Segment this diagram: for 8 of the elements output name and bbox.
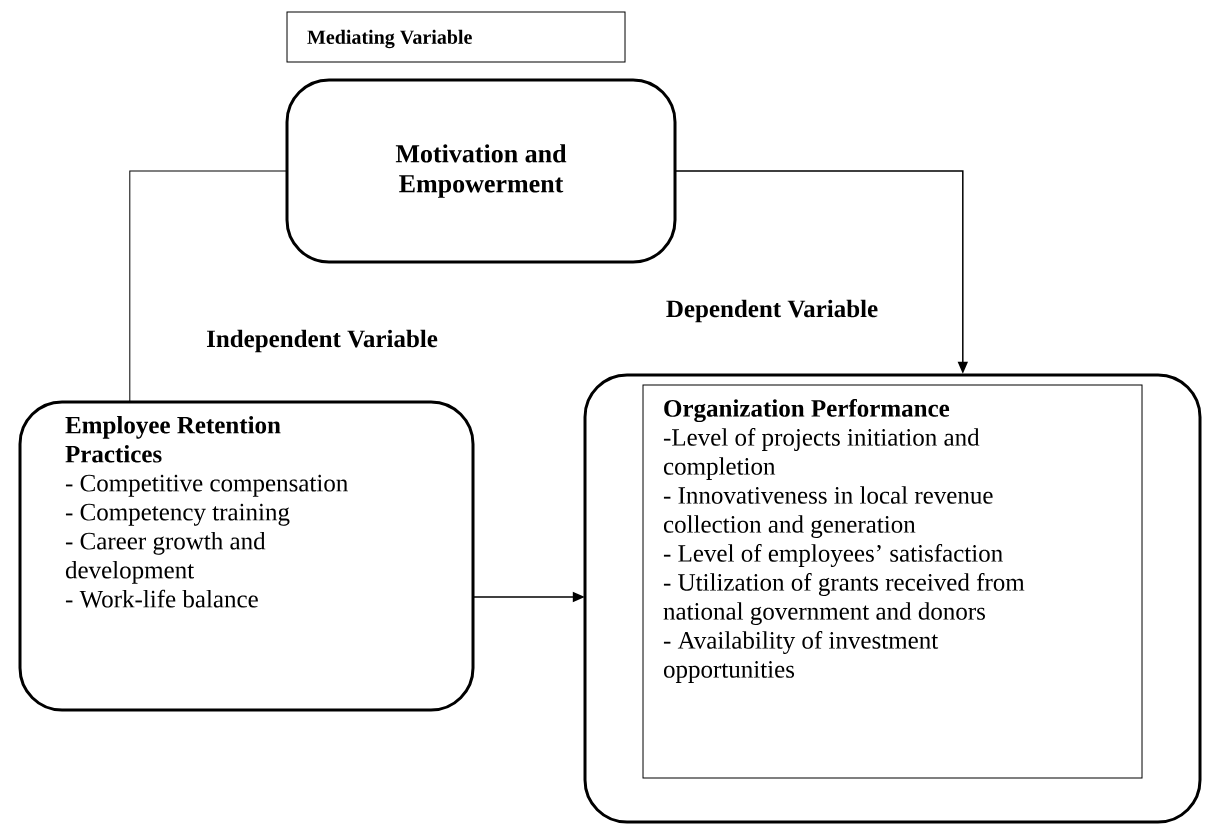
connector [129, 170, 288, 403]
heading: Dependent Variable [666, 299, 878, 323]
content-box: Organization Performance -Level of projects initiation and completion - Innovativeness in local revenue collection and generation - Level of employees’ satisfaction - Utilization of grants received from national government and donors - Availability of investment opportunities [642, 384, 1143, 779]
concept-box: Motivation and Empowerment [285, 78, 677, 264]
variable-box: Mediating Variable [286, 11, 626, 63]
heading: Independent Variable [207, 329, 438, 353]
concept-box: Employee Retention Practices - Competitive compensation - Competency training - Career growth and development - Work-life balance [18, 400, 475, 712]
outer-box [583, 373, 1202, 824]
